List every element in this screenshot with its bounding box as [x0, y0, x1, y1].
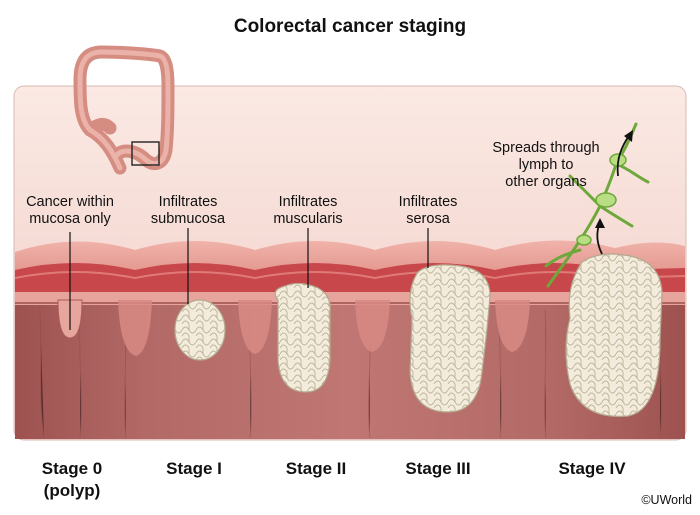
- stage-4-title: Stage IV: [558, 459, 626, 478]
- tumor-stage-1: [174, 299, 226, 361]
- copyright: ©UWorld: [641, 493, 692, 507]
- label-stage-1: Infiltrates submucosa: [140, 194, 236, 228]
- label-stage-3: Infiltrates serosa: [380, 194, 476, 228]
- zoom-box: [131, 141, 160, 166]
- stage-name: Stage 0: [41, 459, 103, 478]
- diagram-title: Colorectal cancer staging: [233, 16, 467, 37]
- stage-3-title: Stage III: [405, 459, 471, 478]
- label-stage-0: Cancer within mucosa only: [14, 194, 126, 228]
- tumor-stage-4: [565, 253, 663, 417]
- tumor-stage-3: [409, 264, 491, 413]
- leader-lines: [69, 228, 429, 330]
- label-line: serosa: [406, 211, 450, 227]
- label-line: Cancer within: [26, 194, 114, 210]
- label-line: submucosa: [150, 211, 226, 227]
- label-line: muscularis: [273, 211, 343, 227]
- label-line: Infiltrates: [398, 194, 458, 210]
- label-stage-4: Spreads through lymph to other organs: [482, 140, 610, 191]
- label-stage-2: Infiltrates muscularis: [260, 194, 356, 228]
- label-line: other organs: [505, 174, 587, 190]
- stage-subtitle: (polyp): [43, 481, 101, 500]
- label-line: Spreads through: [492, 140, 600, 156]
- label-line: Infiltrates: [158, 194, 218, 210]
- stage-2-title: Stage II: [285, 459, 347, 478]
- label-line: mucosa only: [29, 211, 111, 227]
- label-line: Infiltrates: [278, 194, 338, 210]
- label-line: lymph to: [518, 157, 574, 173]
- arrow-up-icon: [595, 130, 633, 255]
- stage-0-title: Stage 0 (polyp): [22, 458, 122, 502]
- stage-1-title: Stage I: [166, 459, 222, 478]
- tumor-stage-2: [274, 282, 331, 393]
